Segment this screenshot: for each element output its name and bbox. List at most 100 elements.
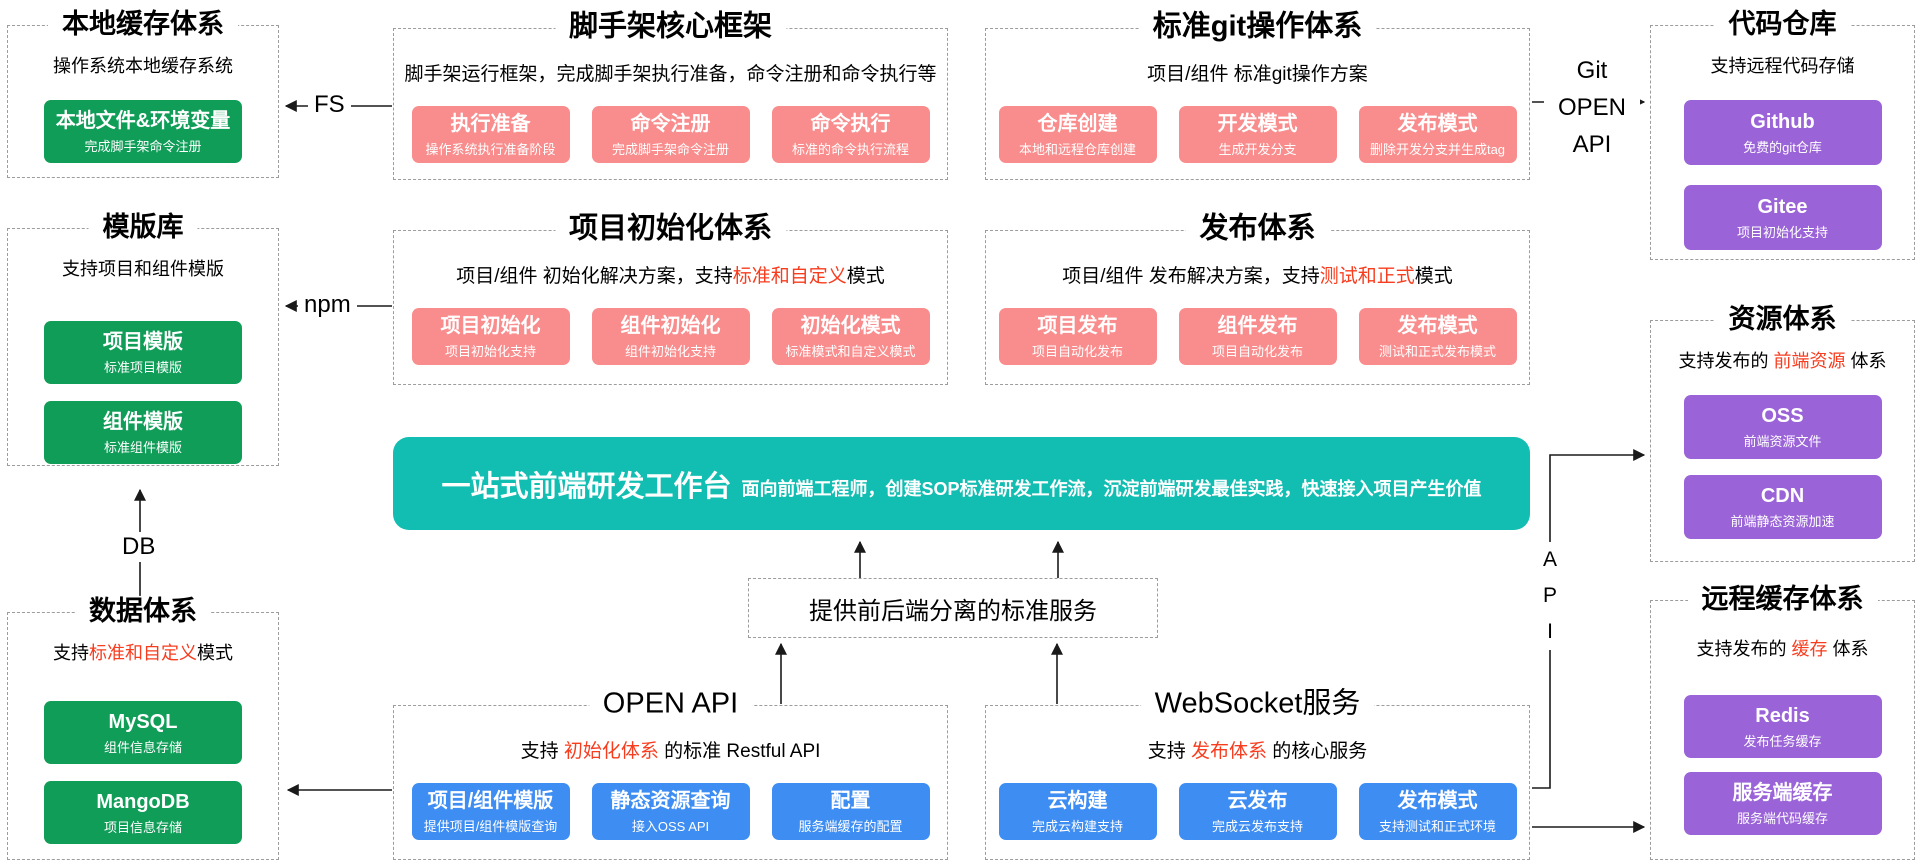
- panel-title: 本地缓存体系: [48, 8, 238, 40]
- node-server-cache: 服务端缓存 服务端代码缓存: [1683, 772, 1882, 835]
- panel-subtitle: 支持远程代码存储: [1651, 52, 1914, 78]
- node-exec-prepare: 执行准备 操作系统执行准备阶段: [411, 106, 570, 163]
- node-title: 执行准备: [450, 112, 531, 135]
- node-title: 配置: [830, 789, 871, 812]
- subtitle-post: 的核心服务: [1267, 741, 1368, 762]
- node-title: 开发模式: [1217, 112, 1298, 135]
- panel-publish-system: 发布体系 项目/组件 发布解决方案，支持测试和正式模式 项目发布 项目自动化发布…: [985, 212, 1530, 385]
- connector-label-db: DB: [116, 532, 162, 563]
- node-local-file-env: 本地文件&环境变量 完成脚手架命令注册: [44, 100, 242, 163]
- subtitle-accent: 发布体系: [1190, 741, 1267, 762]
- node-static-resource-query: 静态资源查询 接入OSS API: [591, 783, 750, 840]
- node-command-exec: 命令执行 标准的命令执行流程: [771, 106, 930, 163]
- panel-subtitle: 支持发布的 缓存 体系: [1651, 635, 1914, 661]
- git-label-line2: OPEN: [1557, 94, 1626, 122]
- node-title: CDN: [1760, 485, 1805, 507]
- panel-subtitle: 项目/组件 发布解决方案，支持测试和正式模式: [986, 261, 1529, 288]
- node-subtitle: 标准模式和自定义模式: [785, 343, 916, 359]
- node-title: Github: [1750, 110, 1815, 133]
- node-title: 项目发布: [1037, 314, 1118, 337]
- node-title: OSS: [1761, 405, 1804, 427]
- node-subtitle: 项目自动化发布: [1031, 343, 1123, 359]
- node-subtitle: 完成云构建支持: [1031, 818, 1123, 834]
- subtitle-accent: 前端资源: [1773, 351, 1846, 371]
- panel-open-api: OPEN API 支持 初始化体系 的标准 Restful API 项目/组件模…: [393, 687, 948, 860]
- service-box: 提供前后端分离的标准服务: [748, 578, 1158, 638]
- node-title: 发布模式: [1397, 789, 1478, 812]
- node-publish-mode: 发布模式 测试和正式发布模式: [1358, 308, 1517, 365]
- panel-scaffold-core: 脚手架核心框架 脚手架运行框架，完成脚手架执行准备，命令注册和命令执行等 执行准…: [393, 10, 948, 180]
- node-title: 组件模版: [103, 410, 183, 433]
- node-subtitle: 服务端缓存的配置: [798, 818, 903, 834]
- node-oss: OSS 前端资源文件: [1683, 395, 1882, 459]
- subtitle-accent: 测试和正式: [1319, 266, 1415, 287]
- node-title: Gitee: [1757, 195, 1808, 218]
- panel-subtitle: 支持标准和自定义模式: [8, 639, 278, 665]
- connector-label-npm: npm: [298, 290, 357, 321]
- subtitle-accent: 标准和自定义: [89, 643, 197, 663]
- panel-resource-system: 资源体系 支持发布的 前端资源 体系 OSS 前端资源文件 CDN 前端静态资源…: [1650, 303, 1915, 562]
- node-project-publish: 项目发布 项目自动化发布: [998, 308, 1157, 365]
- git-label-line1: Git: [1576, 57, 1608, 84]
- subtitle-accent: 初始化体系: [563, 741, 659, 762]
- node-title: 云发布: [1227, 789, 1288, 812]
- panel-websocket-service: WebSocket服务 支持 发布体系 的核心服务 云构建 完成云构建支持 云发…: [985, 687, 1530, 860]
- subtitle-post: 的标准 Restful API: [658, 741, 821, 762]
- subtitle-pre: 项目/组件 标准git操作方案: [1147, 64, 1368, 85]
- node-title: Redis: [1755, 704, 1810, 727]
- panel-title: 脚手架核心框架: [554, 10, 787, 45]
- node-title: MySQL: [108, 710, 178, 733]
- panel-subtitle: 项目/组件 标准git操作方案: [986, 59, 1529, 86]
- panel-title: 远程缓存体系: [1687, 583, 1878, 615]
- panel-subtitle: 支持 发布体系 的核心服务: [986, 736, 1529, 763]
- panel-subtitle: 脚手架运行框架，完成脚手架执行准备，命令注册和命令执行等: [394, 59, 947, 86]
- node-subtitle: 删除开发分支并生成tag: [1369, 141, 1506, 157]
- subtitle-pre: 支持项目和组件模版: [62, 259, 224, 279]
- connector-label-git-openapi: Git OPEN API: [1544, 52, 1640, 164]
- node-release-mode: 发布模式 删除开发分支并生成tag: [1358, 106, 1517, 163]
- subtitle-pre: 操作系统本地缓存系统: [53, 56, 233, 76]
- panel-title: WebSocket服务: [1140, 687, 1375, 722]
- subtitle-pre: 支持: [520, 741, 564, 762]
- node-cdn: CDN 前端静态资源加速: [1683, 475, 1882, 539]
- node-github: Github 免费的git仓库: [1683, 100, 1882, 165]
- panel-title: 模版库: [88, 211, 198, 243]
- banner-title: 一站式前端研发工作台: [441, 470, 732, 503]
- panel-local-cache: 本地缓存体系 操作系统本地缓存系统 本地文件&环境变量 完成脚手架命令注册: [7, 8, 279, 178]
- node-subtitle: 项目初始化支持: [444, 343, 536, 359]
- panel-remote-cache: 远程缓存体系 支持发布的 缓存 体系 Redis 发布任务缓存 服务端缓存 服务…: [1650, 583, 1915, 860]
- node-config: 配置 服务端缓存的配置: [771, 783, 930, 840]
- node-title: 项目模版: [103, 330, 183, 353]
- node-title: 发布模式: [1397, 314, 1478, 337]
- panel-subtitle: 支持发布的 前端资源 体系: [1651, 347, 1914, 373]
- api-label-line1: A: [1542, 548, 1557, 571]
- workbench-banner: 一站式前端研发工作台 面向前端工程师，创建SOP标准研发工作流，沉淀前端研发最佳…: [393, 437, 1530, 530]
- panel-data-system: 数据体系 支持标准和自定义模式 MySQL 组件信息存储 MangoDB 项目信…: [7, 595, 279, 860]
- panel-title: 数据体系: [75, 595, 211, 627]
- panel-subtitle: 支持 初始化体系 的标准 Restful API: [394, 736, 947, 763]
- node-title: 服务端缓存: [1732, 781, 1833, 804]
- node-title: 命令注册: [630, 112, 711, 135]
- panel-title: 项目初始化体系: [554, 212, 787, 247]
- node-dev-mode: 开发模式 生成开发分支: [1178, 106, 1337, 163]
- subtitle-accent: 标准和自定义: [732, 266, 847, 287]
- panel-title: 代码仓库: [1714, 8, 1851, 40]
- node-subtitle: 支持测试和正式环境: [1378, 818, 1496, 834]
- panel-template-library: 模版库 支持项目和组件模版 项目模版 标准项目模版 组件模版 标准组件模版: [7, 211, 279, 466]
- panel-git-ops: 标准git操作体系 项目/组件 标准git操作方案 仓库创建 本地和远程仓库创建…: [985, 10, 1530, 180]
- panel-code-repo: 代码仓库 支持远程代码存储 Github 免费的git仓库 Gitee 项目初始…: [1650, 8, 1915, 260]
- node-command-register: 命令注册 完成脚手架命令注册: [591, 106, 750, 163]
- panel-title: 发布体系: [1185, 212, 1330, 247]
- node-mangodb: MangoDB 项目信息存储: [44, 781, 242, 844]
- panel-subtitle: 操作系统本地缓存系统: [8, 52, 278, 78]
- connector-label-fs: FS: [308, 90, 351, 121]
- subtitle-pre: 支持: [53, 643, 89, 663]
- node-subtitle: 服务端代码缓存: [1736, 810, 1828, 826]
- node-gitee: Gitee 项目初始化支持: [1683, 185, 1882, 250]
- node-component-init: 组件初始化 组件初始化支持: [591, 308, 750, 365]
- panel-title: 资源体系: [1714, 303, 1851, 335]
- api-label-line2: P: [1542, 584, 1557, 607]
- node-title: 初始化模式: [800, 314, 901, 337]
- node-ws-publish-mode: 发布模式 支持测试和正式环境: [1358, 783, 1517, 840]
- node-subtitle: 提供项目/组件模版查询: [423, 818, 558, 834]
